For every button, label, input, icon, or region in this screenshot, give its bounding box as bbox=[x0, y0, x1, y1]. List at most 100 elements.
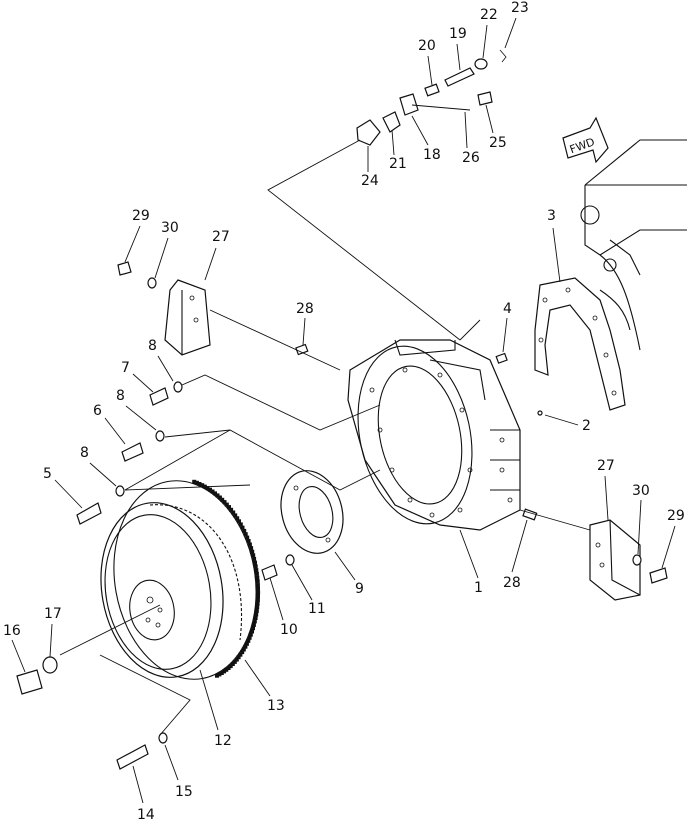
callout-13: 13 bbox=[267, 698, 285, 714]
callout-20: 20 bbox=[418, 38, 436, 54]
gear-tooth bbox=[237, 519, 241, 524]
gear-tooth bbox=[228, 664, 233, 669]
gear-tooth bbox=[200, 483, 205, 488]
callout-23: 23 bbox=[511, 0, 529, 16]
callout-28-b: 28 bbox=[503, 575, 521, 591]
gear-tooth bbox=[235, 516, 240, 521]
gear-tooth bbox=[248, 632, 253, 637]
gear-tooth bbox=[255, 605, 260, 610]
ring-gear-teeth bbox=[192, 479, 261, 678]
callout-17: 17 bbox=[44, 606, 62, 622]
gear-tooth bbox=[222, 500, 227, 505]
gear-tooth bbox=[255, 601, 260, 606]
gear-tooth bbox=[238, 522, 243, 527]
callout-7: 7 bbox=[121, 360, 130, 376]
gear-tooth bbox=[222, 669, 227, 674]
callout-2: 2 bbox=[582, 418, 591, 434]
callout-12: 12 bbox=[214, 733, 232, 749]
gear-tooth bbox=[219, 671, 224, 675]
callout-4: 4 bbox=[503, 301, 512, 317]
callout-28-a: 28 bbox=[296, 301, 314, 317]
callout-5: 5 bbox=[43, 466, 52, 482]
gear-tooth bbox=[256, 594, 260, 599]
callout-8-b: 8 bbox=[116, 388, 125, 404]
gear-tooth bbox=[192, 479, 197, 484]
gear-tooth bbox=[244, 641, 249, 646]
flywheel-housing bbox=[347, 339, 521, 531]
gasket bbox=[534, 277, 626, 411]
callout-9: 9 bbox=[355, 581, 364, 597]
gear-tooth bbox=[243, 532, 248, 537]
gear-tooth bbox=[217, 672, 222, 677]
gear-tooth bbox=[234, 657, 239, 662]
gear-tooth bbox=[253, 616, 258, 620]
callout-30-a: 30 bbox=[161, 220, 179, 236]
callout-19: 19 bbox=[449, 26, 467, 42]
oil-seal bbox=[280, 470, 344, 554]
callout-22: 22 bbox=[480, 7, 498, 23]
callout-10: 10 bbox=[280, 622, 298, 638]
gear-tooth bbox=[247, 635, 252, 640]
assembly-lines bbox=[59, 104, 591, 736]
bolts-and-washers bbox=[76, 261, 668, 770]
gear-tooth bbox=[205, 486, 210, 491]
callout-3: 3 bbox=[547, 208, 556, 224]
bracket-left bbox=[164, 279, 211, 356]
callout-16: 16 bbox=[3, 623, 21, 639]
gear-tooth bbox=[255, 579, 260, 584]
gear-tooth bbox=[255, 583, 260, 588]
gear-tooth bbox=[256, 586, 260, 591]
callout-1: 1 bbox=[474, 580, 483, 596]
gear-tooth bbox=[231, 510, 236, 515]
callout-26: 26 bbox=[462, 150, 480, 166]
callouts: 1 2 3 4 5 6 7 8 8 8 9 10 11 12 13 14 15 … bbox=[3, 0, 685, 820]
gear-tooth bbox=[236, 655, 241, 660]
gasket-holes bbox=[538, 287, 617, 396]
engine-block bbox=[580, 139, 687, 351]
gear-tooth bbox=[202, 484, 207, 489]
gear-tooth bbox=[197, 482, 202, 486]
gear-tooth bbox=[245, 535, 250, 540]
gear-tooth bbox=[256, 590, 261, 595]
gear-tooth bbox=[227, 505, 231, 510]
gear-tooth bbox=[233, 513, 238, 518]
housing-bolt-holes bbox=[369, 367, 513, 518]
gear-tooth bbox=[253, 560, 257, 565]
gear-tooth bbox=[254, 568, 259, 573]
gear-tooth bbox=[213, 491, 217, 496]
gear-tooth bbox=[230, 662, 235, 666]
gear-tooth bbox=[250, 629, 254, 634]
gear-tooth bbox=[255, 598, 260, 602]
fwd-arrow-icon: FWD bbox=[562, 116, 609, 164]
gear-tooth bbox=[254, 571, 259, 576]
gear-tooth bbox=[238, 652, 243, 657]
gear-tooth bbox=[249, 546, 254, 551]
callout-30-b: 30 bbox=[632, 483, 650, 499]
gear-tooth bbox=[208, 487, 212, 492]
callout-21: 21 bbox=[389, 156, 407, 172]
gear-tooth bbox=[255, 575, 260, 580]
gear-tooth bbox=[253, 564, 258, 569]
gear-tooth bbox=[229, 507, 234, 512]
callout-27-a: 27 bbox=[212, 229, 230, 245]
gear-tooth bbox=[226, 666, 231, 670]
gear-tooth bbox=[251, 553, 256, 558]
flywheel bbox=[100, 502, 224, 678]
callout-8-a: 8 bbox=[148, 338, 157, 354]
gear-tooth bbox=[252, 619, 257, 624]
gear-tooth bbox=[224, 667, 229, 672]
gear-tooth bbox=[246, 638, 251, 643]
gear-tooth bbox=[210, 489, 215, 494]
gear-tooth bbox=[242, 528, 247, 533]
bearing-parts bbox=[16, 656, 58, 695]
gear-tooth bbox=[246, 539, 251, 543]
callout-24: 24 bbox=[361, 173, 379, 189]
gear-tooth bbox=[247, 542, 252, 547]
top-parts bbox=[356, 49, 507, 146]
gear-tooth bbox=[240, 525, 245, 530]
gear-tooth bbox=[251, 622, 256, 627]
callout-14: 14 bbox=[137, 807, 155, 820]
callout-11: 11 bbox=[308, 601, 326, 617]
gear-tooth bbox=[217, 495, 222, 500]
